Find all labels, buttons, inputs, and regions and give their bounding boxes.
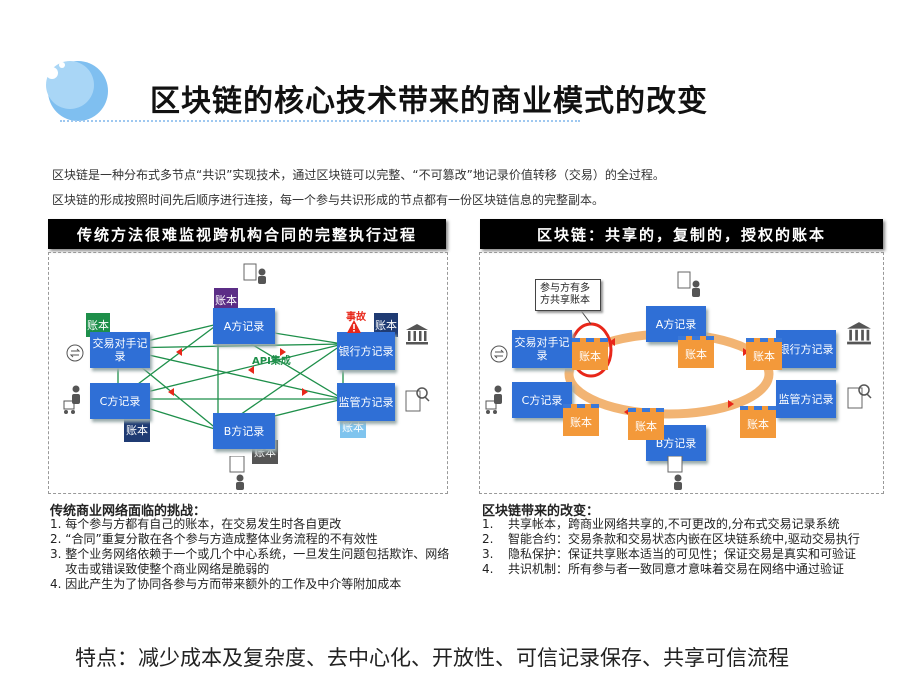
list-item: 1. 每个参与方都有自己的账本，在交易发生时各自更改 bbox=[50, 517, 342, 531]
page-title: 区块链的核心技术带来的商业模式的改变 bbox=[150, 84, 708, 119]
right-node-trade: 交易对手记录 bbox=[512, 330, 572, 368]
document-person-icon-right bbox=[677, 271, 700, 297]
list-item: 4.共识机制：所有参与者一致同意才意味着交易在网络中通过验证 bbox=[482, 562, 845, 576]
search-document-icon bbox=[405, 387, 430, 412]
list-item: 4. 因此产生为了协同各参与方而带来额外的工作及中介等附加成本 bbox=[50, 577, 402, 591]
right-panel-frame bbox=[479, 252, 884, 494]
cart-person-icon-right bbox=[485, 385, 502, 414]
list-item: 3.隐私保护：保证共享账本适当的可见性；保证交易是真实和可验证 bbox=[482, 547, 857, 561]
cart-person-icon bbox=[63, 385, 80, 414]
right-node-supervisor: 监管方记录 bbox=[776, 380, 836, 418]
intro-line-2: 区块链的形成按照时间先后顺序进行连接，每一个参与共识形成的节点都有一份区块链信息… bbox=[52, 193, 605, 207]
right-node-bank: 银行方记录 bbox=[776, 330, 836, 368]
document-person-bottom-icon-right bbox=[667, 456, 683, 490]
challenges-list: 1. 每个参与方都有自己的账本，在交易发生时各自更改 2. “合同”重复分散在各… bbox=[50, 517, 450, 592]
list-item: 1.共享帐本，跨商业网络共享的,不可更改的,分布式交易记录系统 bbox=[482, 517, 840, 531]
accident-label: 事故 bbox=[346, 312, 366, 323]
right-ledger-4: 账本 bbox=[563, 404, 599, 436]
left-node-bank: 银行方记录 bbox=[337, 332, 395, 370]
document-person-bottom-icon bbox=[229, 456, 245, 490]
logo-circles-icon bbox=[46, 61, 108, 121]
right-ledger-5: 账本 bbox=[628, 408, 664, 440]
warning-icon bbox=[347, 320, 361, 333]
changes-title: 区块链带来的改变： bbox=[482, 504, 600, 519]
features-summary: 特点：减少成本及复杂度、去中心化、开放性、可信记录保存、共享可信流程 bbox=[75, 646, 789, 670]
right-ledger-6: 账本 bbox=[740, 406, 776, 438]
right-ledger-3: 账本 bbox=[746, 338, 782, 370]
bank-icon bbox=[406, 324, 428, 345]
left-node-c: C方记录 bbox=[90, 383, 150, 419]
exchange-icon bbox=[66, 344, 84, 362]
search-document-icon-right bbox=[847, 384, 872, 409]
list-item: 2.智能合约：交易条款和交易状态内嵌在区块链系统中,驱动交易执行 bbox=[482, 532, 860, 546]
exchange-icon-right bbox=[490, 345, 508, 363]
api-integration-label: API集成 bbox=[252, 356, 291, 367]
right-ledger-1: 账本 bbox=[572, 338, 608, 370]
left-panel-frame bbox=[48, 252, 448, 494]
right-panel-header: 区块链：共享的，复制的，授权的账本 bbox=[480, 219, 883, 249]
bank-icon-right bbox=[847, 322, 871, 345]
left-ledger-light: 账本 bbox=[340, 416, 366, 438]
left-ledger-navy-bottom: 账本 bbox=[124, 418, 150, 442]
intro-line-1: 区块链是一种分布式多节点“共识”实现技术，通过区块链可以完整、“不可篡改”地记录… bbox=[52, 168, 665, 182]
left-panel-header: 传统方法很难监视跨机构合同的完整执行过程 bbox=[48, 219, 446, 249]
title-divider bbox=[60, 120, 580, 122]
list-item: 3. 整个业务网络依赖于一个或几个中心系统，一旦发生问题包括欺诈、网络攻击或错误… bbox=[50, 547, 450, 576]
left-node-b: B方记录 bbox=[213, 413, 275, 449]
right-node-c: C方记录 bbox=[512, 382, 572, 418]
document-person-icon bbox=[243, 263, 266, 284]
left-node-trade: 交易对手记录 bbox=[90, 332, 150, 368]
shared-ledger-callout: 参与方有多方共享账本 bbox=[535, 279, 601, 311]
left-node-a: A方记录 bbox=[213, 308, 275, 344]
changes-list: 1.共享帐本，跨商业网络共享的,不可更改的,分布式交易记录系统 2.智能合约：交… bbox=[482, 517, 902, 577]
challenges-title: 传统商业网络面临的挑战： bbox=[50, 504, 207, 519]
left-node-supervisor: 监管方记录 bbox=[337, 383, 395, 421]
list-item: 2. “合同”重复分散在各个参与方造成整体业务流程的不有效性 bbox=[50, 532, 378, 546]
right-ledger-2: 账本 bbox=[678, 336, 714, 368]
